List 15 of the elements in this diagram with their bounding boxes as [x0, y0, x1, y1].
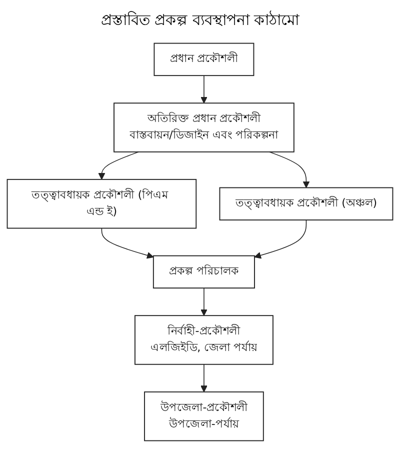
node-box: তত্ত্বাবধায়ক প্রকৌশলী (পিএম এন্ড ই) [6, 178, 197, 229]
arrow [98, 152, 139, 180]
node-box: প্রধান প্রকৌশলী [154, 42, 254, 76]
arrow [101, 228, 154, 259]
arrow [200, 364, 208, 392]
node-box: তত্ত্বাবধায়ক প্রকৌশলী (অঞ্চল) [219, 187, 394, 220]
arrow [254, 220, 307, 259]
arrow [268, 152, 310, 188]
node-box: প্রকল্প পরিচালক [152, 255, 255, 288]
arrow [200, 75, 208, 104]
diagram-title: প্রস্তাবিত প্রকল্প ব্যবস্থাপনা কাঠামো [100, 10, 300, 31]
node-box: অতিরিক্ত প্রধান প্রকৌশলী বাস্তবায়ন/ডিজাইন এবং পরিকল্পনা [114, 102, 294, 152]
node-box: উপজেলা-প্রকৌশলী উপজেলা-পর্যায় [144, 391, 264, 442]
node-box: নির্বাহী-প্রকৌশলী এলজিইডি, জেলা পর্যায় [134, 315, 274, 365]
arrow [200, 288, 208, 316]
